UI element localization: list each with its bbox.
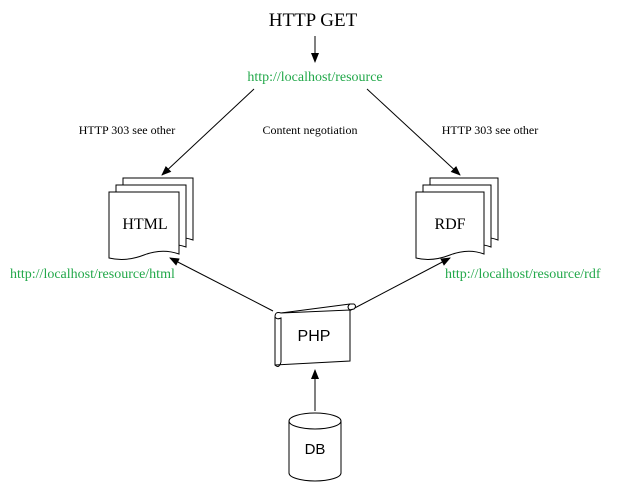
php-label: PHP	[298, 328, 331, 345]
content-negotiation-label: Content negotiation	[263, 123, 358, 137]
rdf-doc-label: RDF	[434, 216, 465, 233]
left-redirect-label: HTTP 303 see other	[79, 123, 176, 137]
php-to-rdf-arrow	[348, 257, 451, 312]
rdf-document-icon	[415, 177, 499, 260]
left-redirect-arrow	[161, 88, 255, 176]
html-doc-label: HTML	[122, 216, 167, 233]
php-to-html-arrow	[169, 257, 274, 312]
http-get-label: HTTP GET	[269, 10, 358, 31]
html-doc-uri: http://localhost/resource/html	[10, 267, 175, 282]
right-redirect-label: HTTP 303 see other	[442, 123, 539, 137]
php-script-icon	[274, 303, 356, 367]
database-icon	[288, 412, 342, 482]
html-document-icon	[108, 177, 194, 260]
resource-uri: http://localhost/resource	[247, 70, 382, 85]
db-label: DB	[305, 441, 326, 458]
rdf-doc-uri: http://localhost/resource/rdf	[445, 267, 601, 282]
right-redirect-arrow	[366, 88, 461, 176]
